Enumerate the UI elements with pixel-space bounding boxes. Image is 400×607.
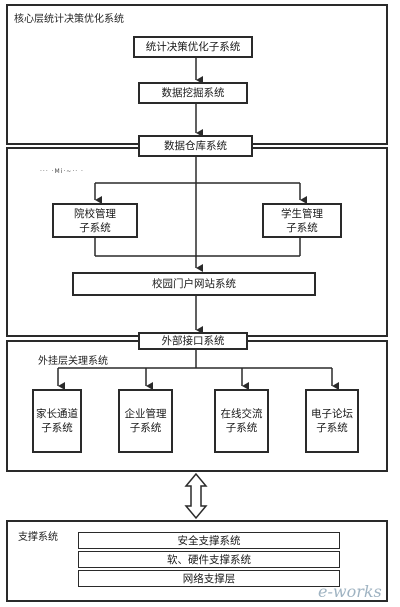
campus-portal-system: 校园门户网站系统	[72, 272, 316, 296]
data-mining-system: 数据挖掘系统	[138, 82, 248, 104]
small-mark: ··· ·Mi·~·· ·	[40, 168, 84, 175]
external-interface-system: 外部接口系统	[138, 332, 248, 350]
college-management-subsystem: 院校管理 子系统	[52, 203, 138, 238]
security-support-system: 安全支撑系统	[78, 532, 340, 549]
support-layer-title: 支撑系统	[18, 532, 58, 543]
external-layer-title: 外挂层关理系统	[38, 356, 108, 367]
online-communication-subsystem: 在线交流 子系统	[214, 389, 269, 453]
software-hardware-support-system: 软、硬件支撑系统	[78, 551, 340, 568]
e-forum-subsystem: 电子论坛 子系统	[305, 389, 359, 453]
enterprise-management-subsystem: 企业管理 子系统	[118, 389, 173, 453]
data-warehouse-system: 数据仓库系统	[138, 135, 253, 157]
student-management-subsystem: 学生管理 子系统	[262, 203, 342, 238]
support-layer	[6, 520, 388, 602]
parent-channel-subsystem: 家长通道 子系统	[32, 389, 82, 453]
network-support-layer: 网络支撑层	[78, 570, 340, 587]
core-layer-title: 核心层统计决策优化系统	[14, 14, 124, 25]
bidirectional-arrow	[184, 472, 208, 520]
watermark-logo: e-works	[318, 582, 382, 601]
stat-decision-subsystem: 统计决策优化子系统	[133, 36, 253, 58]
